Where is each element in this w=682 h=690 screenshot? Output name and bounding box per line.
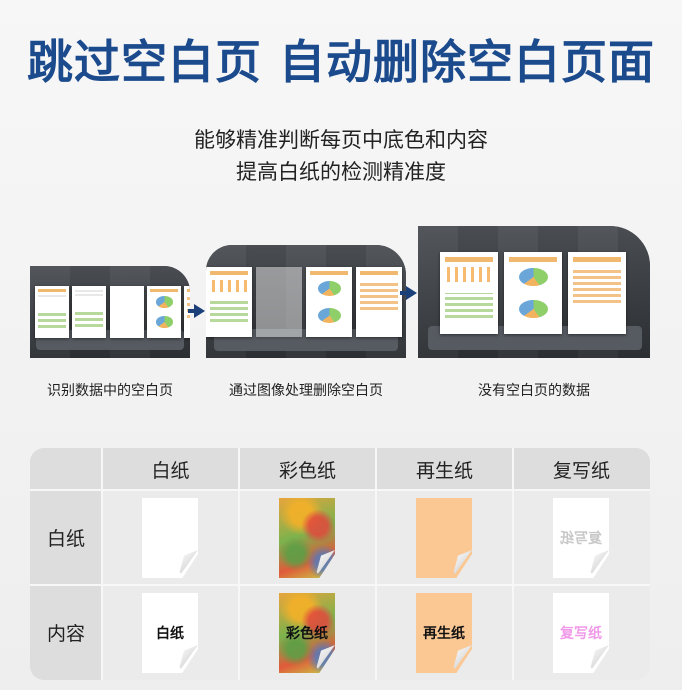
paper-text: 复写纸 — [560, 626, 602, 642]
table-corner — [30, 448, 102, 490]
recycled-paper-content: 再生纸 — [416, 593, 472, 673]
subtitle-line-1: 能够精准判断每页中底色和内容 — [194, 128, 488, 152]
doc-page — [184, 286, 190, 338]
recycled-paper-blank — [416, 498, 472, 578]
right-arrow-icon — [188, 304, 205, 318]
doc-page — [356, 267, 402, 337]
paper-text: 彩色纸 — [286, 626, 328, 642]
carbon-paper-blank: 复写纸 — [553, 498, 609, 578]
doc-page — [206, 267, 252, 337]
step-1-image — [30, 266, 190, 358]
color-paper-blank — [279, 498, 335, 578]
carbon-paper-content: 复写纸 — [553, 593, 609, 673]
doc-page — [72, 286, 106, 338]
step-1-caption: 识别数据中的空白页 — [47, 383, 173, 399]
subtitle-line-2: 提高白纸的检测精准度 — [236, 160, 446, 184]
column-header: 白纸 — [102, 448, 239, 490]
paper-text: 再生纸 — [423, 626, 465, 642]
doc-page — [306, 267, 352, 337]
row-label: 白纸 — [30, 490, 102, 585]
white-paper-blank — [142, 498, 198, 578]
blank-page — [110, 286, 144, 338]
doc-page — [35, 286, 69, 338]
page-title: 跳过空白页 自动删除空白页面 — [26, 35, 655, 89]
doc-page — [440, 252, 498, 334]
paper-comparison-table: 白纸 彩色纸 再生纸 复写纸 白纸 内容 复写纸 白纸 彩色纸 再生纸 复写纸 — [30, 448, 650, 680]
row-label: 内容 — [30, 585, 102, 680]
doc-page — [147, 286, 181, 338]
step-3-image — [418, 226, 650, 358]
step-2-image — [206, 245, 406, 358]
deleted-blank-page — [256, 267, 302, 337]
right-arrow-icon — [400, 286, 417, 300]
doc-page — [504, 252, 562, 334]
paper-text: 白纸 — [156, 626, 184, 642]
step-2-caption: 通过图像处理删除空白页 — [229, 383, 383, 399]
column-header: 彩色纸 — [239, 448, 376, 490]
color-paper-content: 彩色纸 — [279, 593, 335, 673]
doc-page — [568, 252, 626, 334]
column-header: 再生纸 — [376, 448, 513, 490]
step-3-caption: 没有空白页的数据 — [478, 383, 590, 399]
carbon-through-text: 复写纸 — [560, 531, 602, 547]
white-paper-content: 白纸 — [142, 593, 198, 673]
column-header: 复写纸 — [513, 448, 650, 490]
